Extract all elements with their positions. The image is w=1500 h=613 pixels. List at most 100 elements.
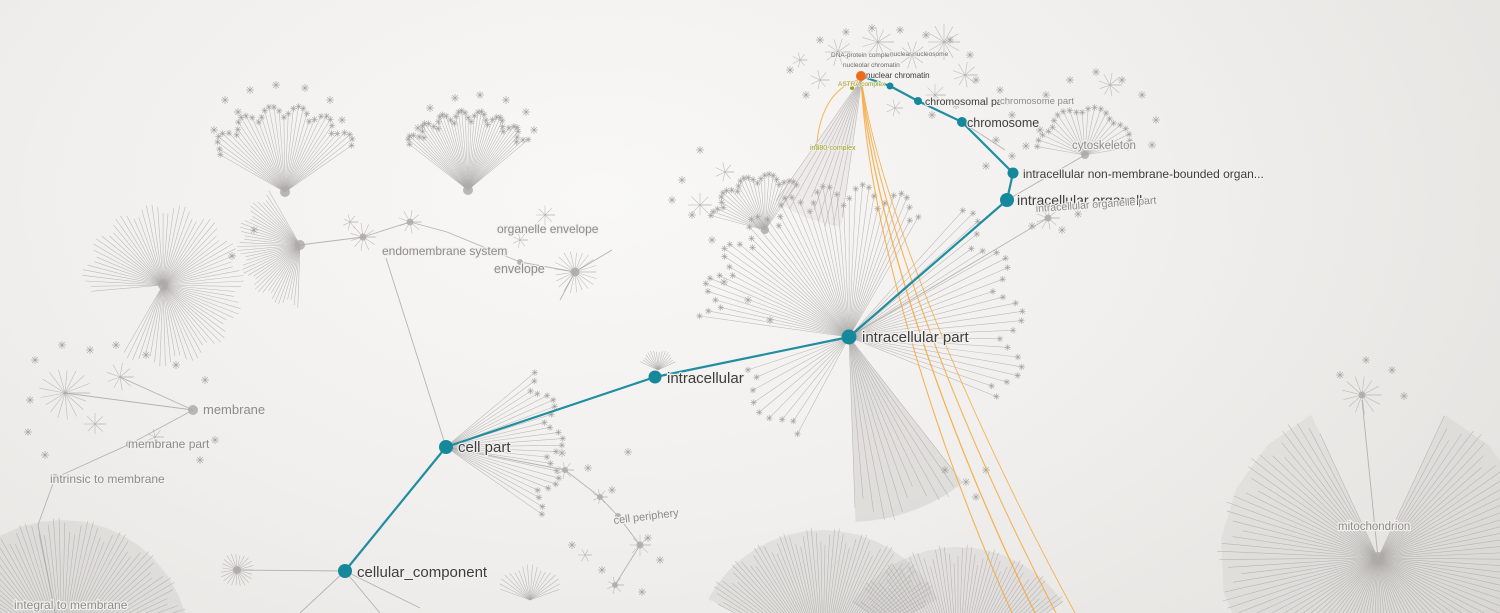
graph-edge-gray bbox=[344, 570, 381, 613]
cluster-fan bbox=[82, 204, 245, 367]
graph-edge-gray bbox=[1361, 399, 1379, 559]
graph-edge-gray bbox=[446, 231, 521, 263]
cluster-node[interactable] bbox=[295, 240, 305, 250]
label-envelope[interactable]: envelope bbox=[493, 261, 546, 277]
label-astra-complex[interactable]: ASTRA complex bbox=[837, 80, 886, 88]
cluster-node[interactable] bbox=[359, 233, 367, 241]
cluster-fan bbox=[852, 544, 1064, 613]
label-intracellular-part[interactable]: intracellular part bbox=[861, 328, 971, 347]
orange-edge bbox=[816, 79, 859, 143]
graph-edge-gray bbox=[119, 376, 194, 411]
label-intracellular-organelle[interactable]: intracellular organelle bbox=[1016, 191, 1152, 209]
cluster-node[interactable] bbox=[280, 187, 290, 197]
cluster-fan bbox=[146, 429, 165, 446]
cluster-fan bbox=[39, 369, 91, 420]
graph-edge-gray bbox=[37, 524, 56, 613]
cluster-center-dots bbox=[51, 151, 1384, 588]
cluster-fan bbox=[0, 517, 186, 613]
cluster-node[interactable] bbox=[158, 280, 168, 290]
label-intrinsic-to-membrane[interactable]: intrinsic to membrane bbox=[49, 471, 166, 487]
label-intracellular[interactable]: intracellular bbox=[666, 369, 745, 388]
label-cell-part[interactable]: cell part bbox=[457, 438, 513, 457]
graph-edge-gray bbox=[519, 261, 576, 273]
node-chromosome[interactable] bbox=[957, 117, 967, 127]
label-chromosomal-part[interactable]: chromosomal part bbox=[924, 95, 1011, 109]
label-membrane-part[interactable]: membrane part bbox=[127, 436, 211, 452]
cluster-node[interactable] bbox=[126, 440, 134, 448]
cluster-node[interactable] bbox=[761, 226, 769, 234]
cluster-node[interactable] bbox=[612, 582, 618, 588]
cluster-node[interactable] bbox=[615, 513, 621, 519]
teal-edge bbox=[445, 375, 656, 449]
graph-edge-gray bbox=[574, 249, 613, 273]
node-astra-complex[interactable] bbox=[850, 86, 854, 90]
cluster-fan bbox=[925, 84, 946, 106]
label-ino80-complex[interactable]: ino80-complex bbox=[809, 144, 856, 152]
node-intracellular-organelle[interactable] bbox=[1000, 193, 1014, 207]
graph-edge-gray bbox=[64, 392, 194, 411]
node-ino80-complex[interactable] bbox=[814, 144, 820, 150]
cluster-fan bbox=[899, 41, 926, 69]
cluster-fan bbox=[688, 192, 713, 216]
cluster-node[interactable] bbox=[463, 185, 473, 195]
cluster-node[interactable] bbox=[188, 405, 198, 415]
label-intracellular-non-membrane-bounded-organ[interactable]: intracellular non-membrane-bounded organ… bbox=[1022, 166, 1265, 182]
label-nuclear-nucleosome[interactable]: nuclear nucleosome bbox=[889, 50, 949, 58]
graph-edge-gray bbox=[362, 221, 411, 238]
node-nuclear-chromosome[interactable] bbox=[886, 82, 894, 90]
graph-edge-gray bbox=[344, 570, 421, 609]
node-intracellular-non-membrane-bounded-organelle[interactable] bbox=[1007, 167, 1019, 179]
label-membrane[interactable]: membrane bbox=[202, 401, 267, 418]
cluster-node[interactable] bbox=[597, 494, 603, 500]
cluster-node[interactable] bbox=[1372, 552, 1384, 564]
cluster-fan bbox=[715, 162, 735, 182]
node-intracellular-part[interactable] bbox=[841, 329, 857, 345]
cluster-fan bbox=[928, 23, 960, 61]
node-cell-part[interactable] bbox=[439, 440, 453, 454]
node-nuclear-chromatin[interactable] bbox=[856, 71, 866, 81]
cluster-node[interactable] bbox=[636, 541, 644, 549]
cluster-node[interactable] bbox=[562, 467, 568, 473]
node-chromosomal-part[interactable] bbox=[914, 97, 922, 105]
graph-edge-gray bbox=[617, 515, 641, 546]
cluster-node[interactable] bbox=[570, 267, 580, 277]
label-endomembrane-system[interactable]: endomembrane system bbox=[381, 243, 509, 259]
label-nuclear-chromatin[interactable]: nuclear chromatin bbox=[865, 70, 930, 80]
teal-edge bbox=[917, 100, 963, 123]
label-dna-protein-complex[interactable]: DNA-protein complex bbox=[830, 51, 894, 59]
label-integral-to-membrane[interactable]: integral to membrane bbox=[13, 597, 129, 613]
label-cytoskeleton[interactable]: cytoskeleton bbox=[1071, 139, 1137, 153]
label-cellular-component[interactable]: cellular_component bbox=[356, 563, 489, 582]
cluster-fan bbox=[952, 61, 979, 88]
cluster-fan bbox=[106, 363, 135, 391]
label-chromosome-part[interactable]: chromosome part bbox=[999, 95, 1076, 108]
graph-edge-gray bbox=[445, 446, 566, 471]
cluster-fans bbox=[0, 23, 1500, 613]
label-mitochondrion[interactable]: mitochondrion bbox=[1337, 520, 1412, 534]
cluster-fan bbox=[1034, 104, 1133, 156]
label-nucleolar-chromatin[interactable]: nucleolar chromatin bbox=[842, 61, 901, 69]
cluster-node[interactable] bbox=[1358, 391, 1366, 399]
label-organelle-envelope[interactable]: organelle envelope bbox=[496, 221, 600, 237]
graph-edge-gray bbox=[1006, 154, 1086, 201]
label-cell-periphery[interactable]: cell periphery bbox=[612, 506, 681, 528]
cluster-node[interactable] bbox=[51, 474, 59, 482]
label-chromosome[interactable]: chromosome bbox=[966, 115, 1041, 131]
node-intracellular[interactable] bbox=[648, 370, 662, 384]
orange-edge bbox=[860, 77, 1036, 613]
graph-edge-gray bbox=[614, 544, 641, 586]
cluster-node[interactable] bbox=[1081, 151, 1089, 159]
cluster-node[interactable] bbox=[406, 218, 414, 226]
cluster-node[interactable] bbox=[233, 566, 241, 574]
cluster-fan bbox=[708, 528, 938, 613]
teal-edge bbox=[889, 85, 919, 102]
cluster-node[interactable] bbox=[517, 259, 523, 265]
cluster-fan bbox=[744, 336, 850, 438]
node-cellular-component[interactable] bbox=[338, 564, 352, 578]
graph-edge-gray bbox=[961, 121, 1006, 151]
cluster-fan bbox=[513, 232, 529, 248]
cluster-fan bbox=[848, 207, 1026, 400]
cluster-node[interactable] bbox=[1044, 214, 1052, 222]
